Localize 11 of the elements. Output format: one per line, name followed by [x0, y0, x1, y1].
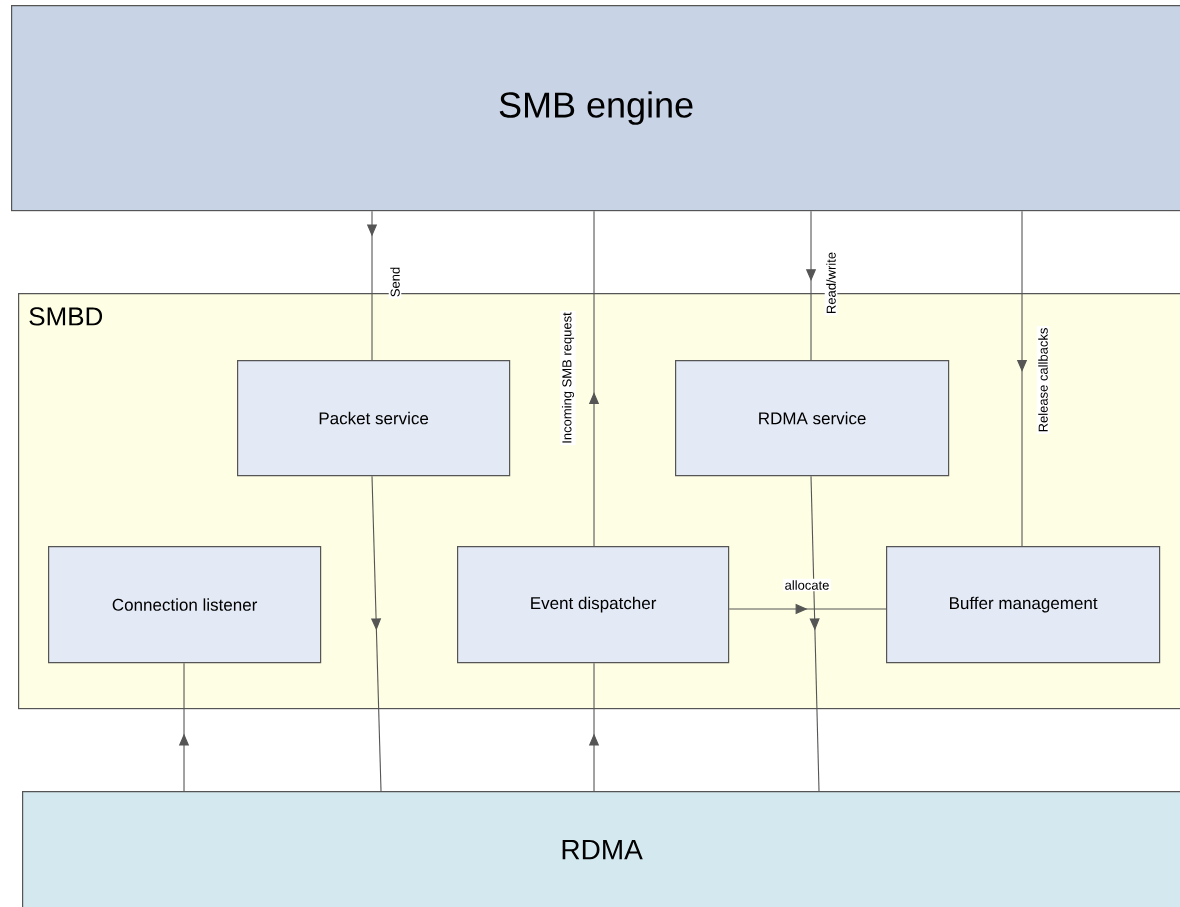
component-box: Buffer management: [886, 546, 1161, 664]
edge-label: Read/write: [824, 250, 838, 316]
edge-label: Incoming SMB request: [560, 310, 576, 446]
bottom-band: RDMA: [22, 791, 1180, 907]
component-box: Event dispatcher: [457, 546, 730, 664]
edge-label: Send: [388, 265, 402, 299]
top-band: SMB engine: [11, 5, 1180, 212]
component-box: RDMA service: [675, 360, 950, 477]
arrow: [809, 475, 820, 792]
component-box: Connection listener: [48, 546, 322, 664]
component-box: Packet service: [237, 360, 511, 477]
